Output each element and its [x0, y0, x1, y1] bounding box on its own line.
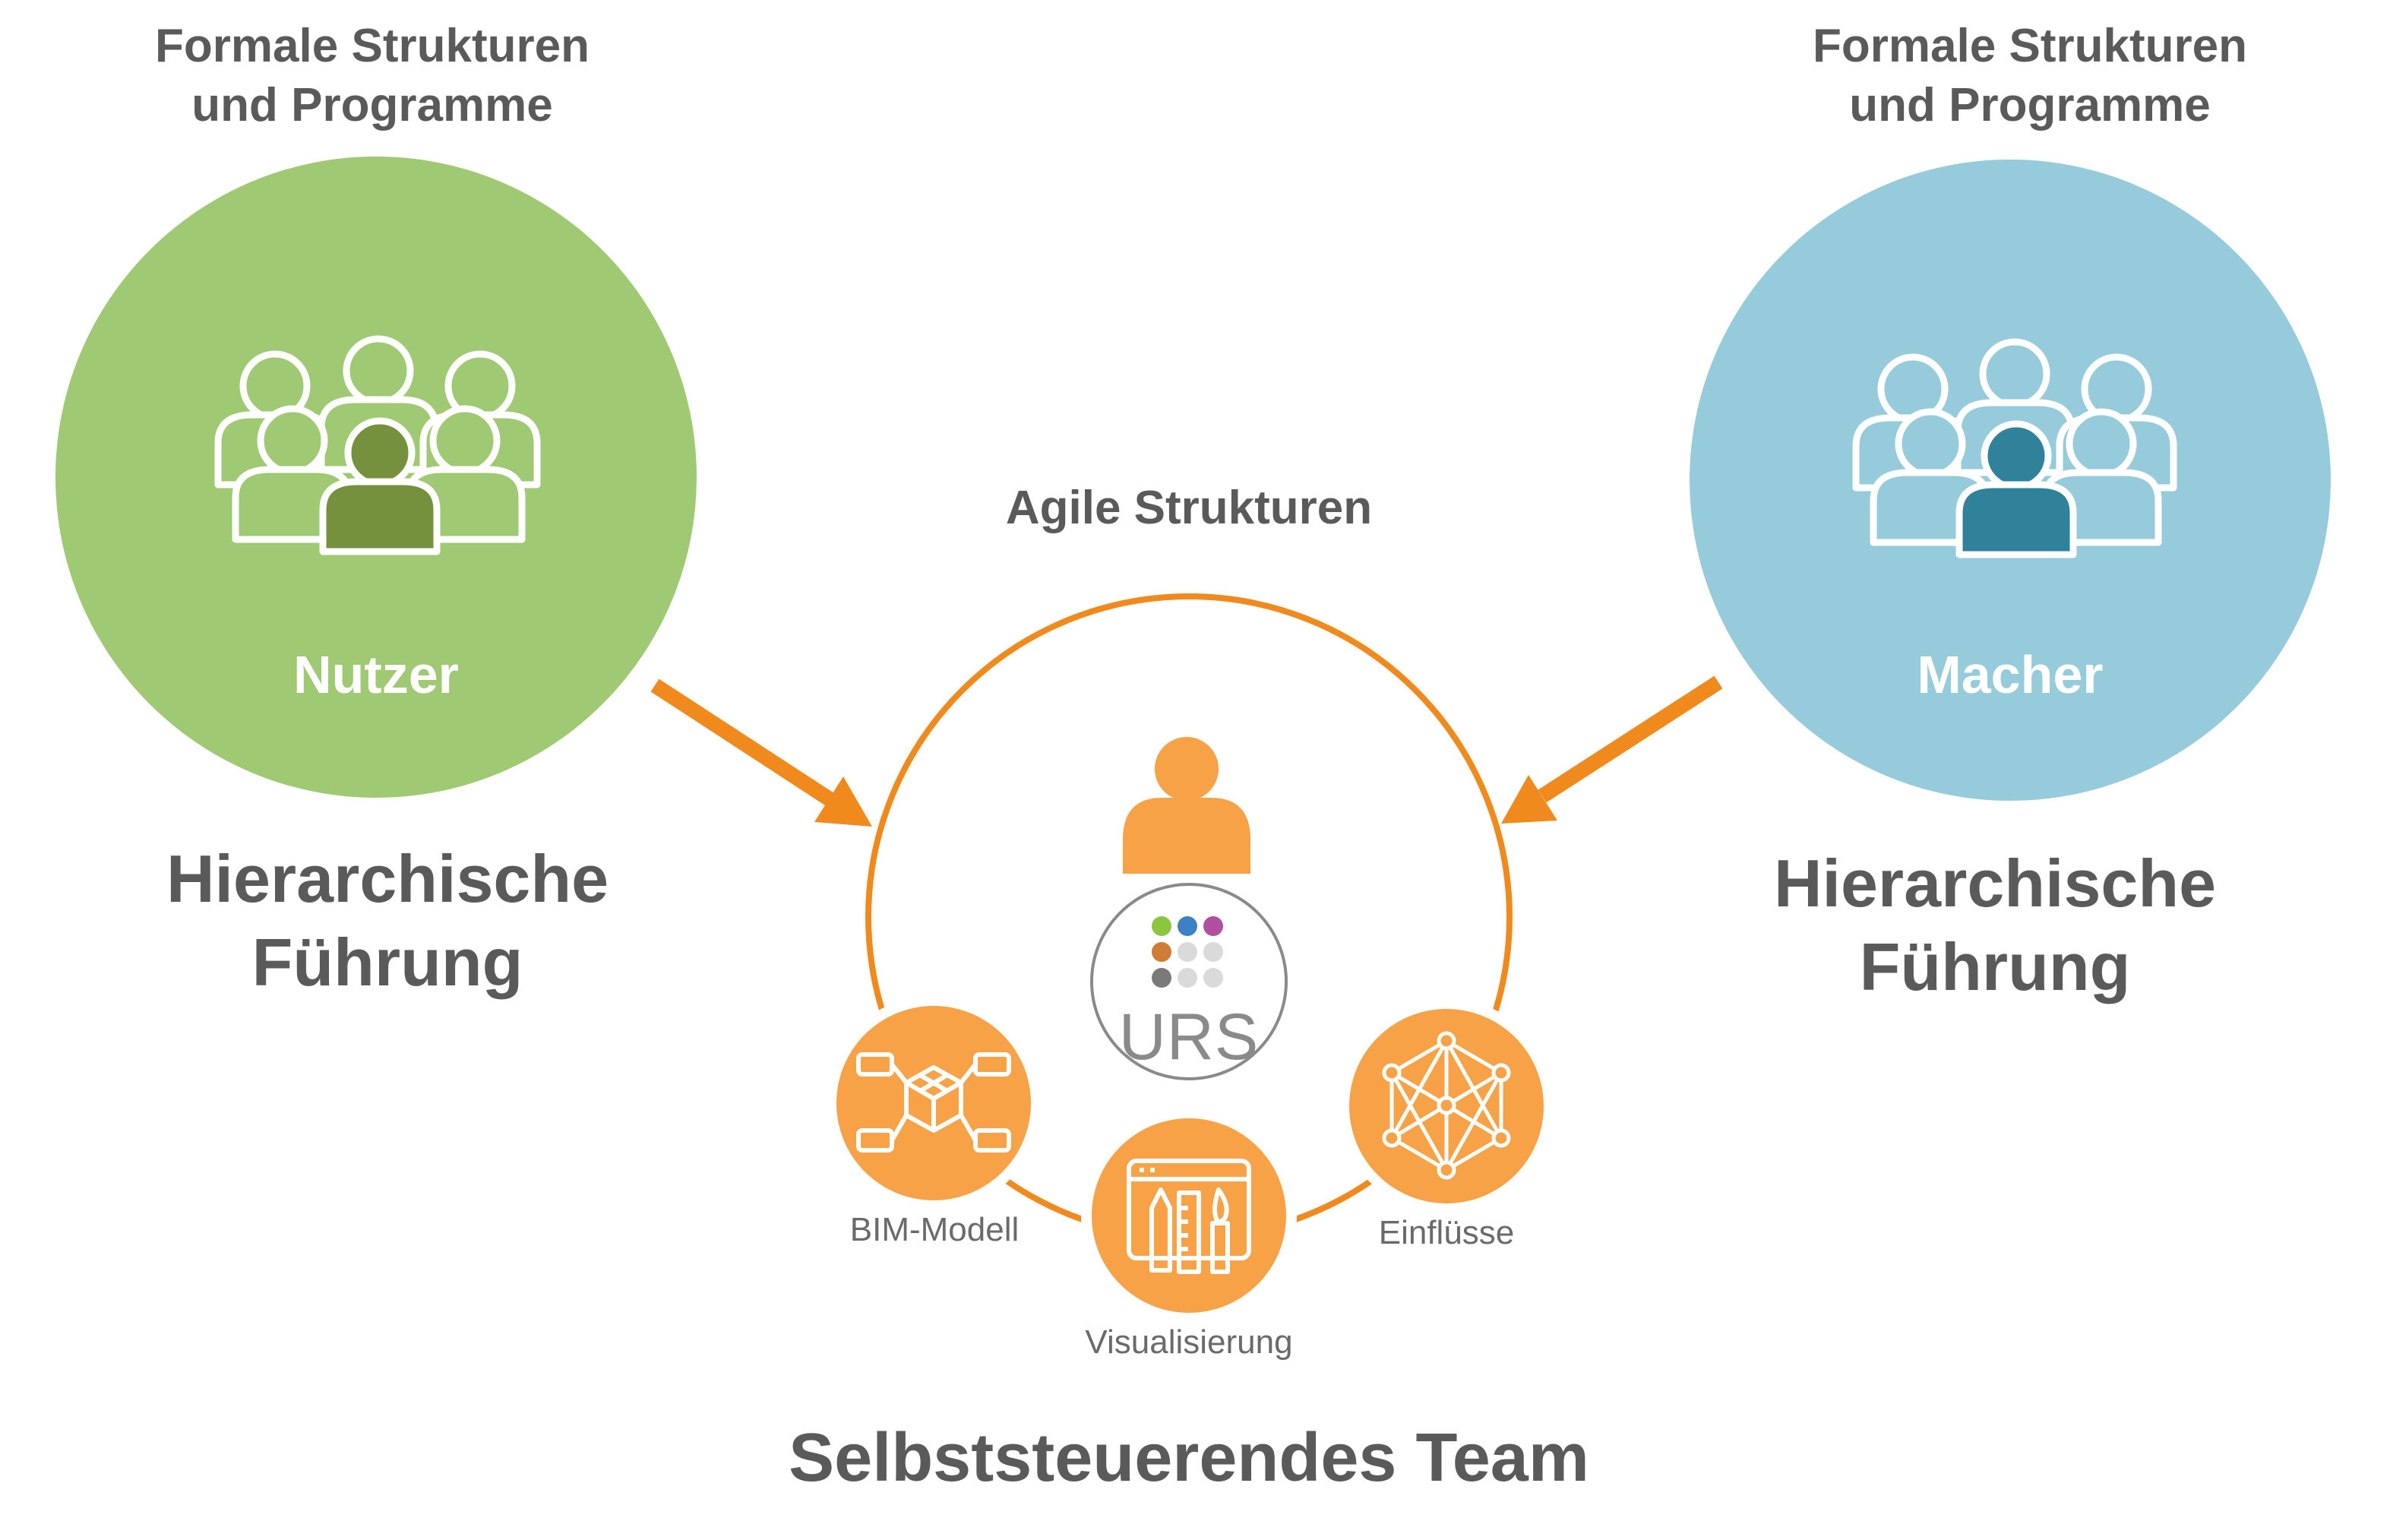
- logo-dot: [1152, 968, 1171, 988]
- cube-network-icon: [856, 1052, 1011, 1153]
- visualisierung-node: [1092, 1118, 1286, 1313]
- einfluesse-node: [1349, 1009, 1544, 1203]
- urs-logo-text: URS: [1118, 1001, 1260, 1074]
- logo-dot: [1178, 942, 1197, 962]
- arrow-right-icon: [1501, 675, 1723, 824]
- einfluesse-label: Einflüsse: [1378, 1214, 1515, 1251]
- group-people-icon: [1856, 342, 2173, 555]
- team-lead-icon: [1123, 737, 1250, 874]
- design-tools-icon: [1127, 1159, 1251, 1274]
- macher-label: Macher: [1917, 645, 2104, 704]
- nutzer-label: Nutzer: [293, 645, 459, 704]
- bim-modell-label: BIM-Modell: [849, 1211, 1020, 1248]
- bim-modell-node: [836, 1006, 1031, 1200]
- network-mesh-icon: [1382, 1031, 1511, 1180]
- logo-dot: [1152, 942, 1171, 962]
- left-leadership: Hierarchische Führung: [166, 841, 609, 1000]
- logo-dot: [1203, 942, 1223, 962]
- left-heading: Formale Strukturen und Programme: [155, 20, 590, 131]
- agile-heading: Agile Strukturen: [1005, 482, 1373, 534]
- visualisierung-label: Visualisierung: [1085, 1323, 1293, 1361]
- logo-dot: [1178, 968, 1197, 988]
- right-leadership: Hierarchische Führung: [1773, 846, 2217, 1004]
- urs-logo: [1090, 883, 1288, 1080]
- logo-dot: [1203, 916, 1223, 936]
- logo-dot: [1203, 968, 1223, 988]
- team-title: Selbststeuerendes Team: [789, 1420, 1589, 1496]
- right-heading: Formale Strukturen und Programme: [1813, 20, 2247, 131]
- logo-dot: [1178, 916, 1197, 936]
- group-people-icon: [218, 339, 537, 552]
- logo-dot: [1152, 916, 1171, 936]
- arrow-left-icon: [650, 678, 872, 827]
